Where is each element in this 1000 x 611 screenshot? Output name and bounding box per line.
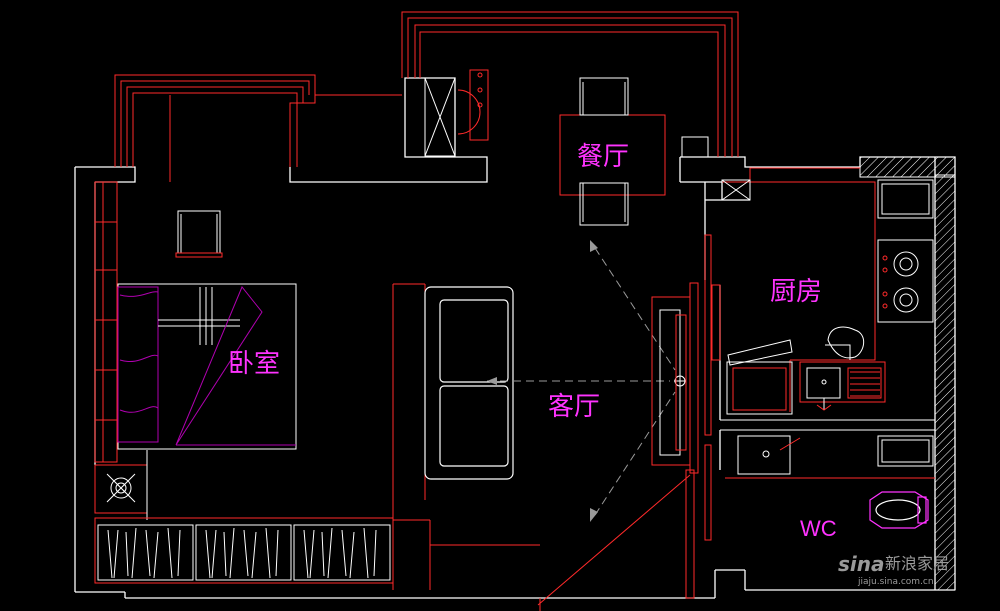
wc-cabinet [877, 435, 934, 467]
entry-door [537, 469, 695, 611]
living-label: 客厅 [548, 392, 600, 422]
kitchen-chair [825, 326, 865, 360]
wc-walls [720, 419, 935, 431]
bedroom-label: 卧室 [228, 349, 280, 379]
watermark-logo: sina [838, 552, 885, 576]
plant-pot [94, 464, 148, 514]
sina-watermark: sina 新浪家居 jiaju.sina.com.cn [838, 552, 949, 587]
worktable [726, 339, 793, 415]
dining-label: 餐厅 [577, 142, 629, 172]
bottom-cabinets [94, 517, 394, 584]
wc-label: WC [800, 516, 837, 541]
toilet [869, 491, 929, 529]
kitchen-counter [721, 167, 876, 412]
wardrobe [94, 181, 118, 463]
fridge [424, 69, 489, 157]
gas-stove [877, 239, 934, 323]
kitchen-sink [799, 361, 886, 411]
view-arrows [487, 240, 598, 522]
sliding-doors [689, 234, 721, 541]
balcony [114, 11, 739, 182]
dining-table [559, 77, 709, 226]
washbasin [737, 435, 801, 475]
kitchen-label: 厨房 [770, 277, 822, 307]
watermark-brand: 新浪家居 [885, 554, 949, 573]
sofa [424, 286, 514, 480]
hatched-walls [859, 156, 956, 591]
view-lines [487, 247, 676, 516]
bed [117, 283, 297, 450]
cabinet-top-right [877, 179, 934, 219]
watermark-url: jiaju.sina.com.cn [857, 577, 934, 587]
partition-wall [392, 283, 540, 590]
bedside-chair [175, 210, 223, 258]
